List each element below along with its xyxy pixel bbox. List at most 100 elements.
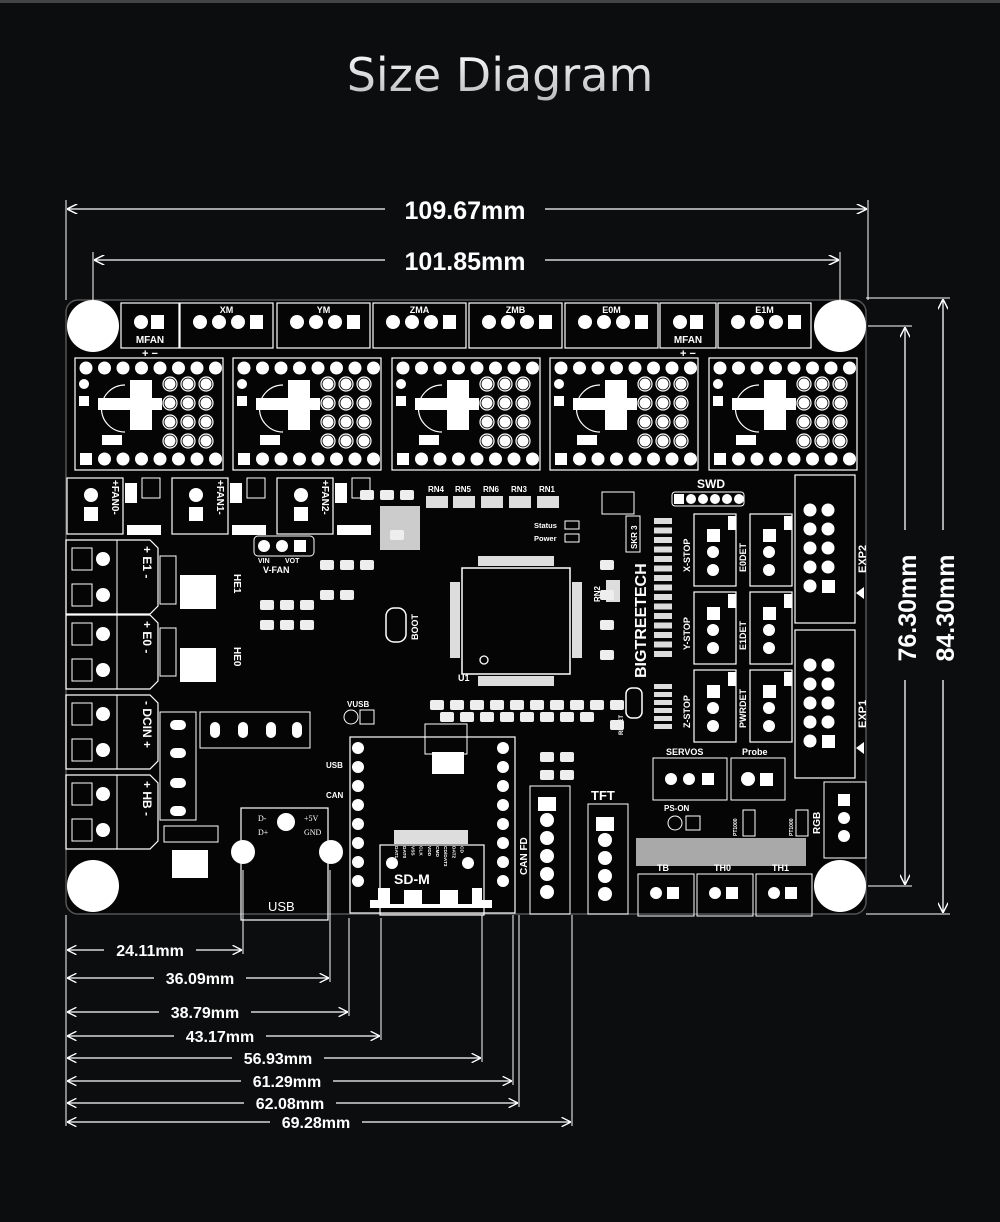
connector-label: E1M: [755, 305, 774, 315]
can-fd-label: CAN FD: [519, 837, 530, 875]
offset-dimension: 69.28mm: [67, 915, 573, 1132]
smd-pad: [540, 752, 554, 762]
smd-pad: [260, 600, 274, 610]
endstop-y-stop: Y-STOP: [682, 591, 737, 665]
rn-label: RN2: [593, 585, 602, 602]
smd-pad: [460, 712, 474, 722]
offset-label: 61.29mm: [253, 1074, 322, 1091]
terminal-label: - DCIN +: [140, 701, 154, 748]
top-image-strip: [0, 0, 1000, 3]
rn-label: RN6: [483, 485, 500, 494]
offset-dimension: 56.93mm: [67, 915, 483, 1068]
rn-label: RN1: [539, 485, 556, 494]
dimension-lines: 109.67mm 101.85mm 76.30mm 84.30mm 24.11m…: [65, 196, 960, 1132]
offset-dimension: 38.79mm: [67, 918, 350, 1022]
offset-dimension: 61.29mm: [67, 915, 514, 1091]
smd-pad: [380, 490, 394, 500]
hole-spacing-height-dimension: 76.30mm: [894, 554, 922, 661]
brand-name: BIGTREETECH: [633, 563, 650, 678]
connector-xm: XM: [179, 302, 274, 349]
chip-label: U1: [458, 673, 470, 683]
resistor-network-rn5: RN5: [453, 485, 475, 508]
smd-pad: [540, 712, 554, 722]
driver-socket: [549, 357, 699, 471]
smd-pad: [560, 752, 574, 762]
rn-label: RN4: [428, 485, 445, 494]
status-leds: Status Power: [534, 520, 580, 543]
connector-label: MFAN: [136, 335, 164, 346]
expansion-label: EXP2: [857, 545, 869, 573]
offset-label: 43.17mm: [186, 1029, 255, 1046]
endstop-label: E0DET: [738, 542, 748, 572]
resistor-network-rn3: RN3: [509, 485, 531, 508]
th1-label: TH1: [772, 863, 789, 873]
fan-label: +FAN0-: [109, 480, 120, 515]
smd-pad: [300, 620, 314, 630]
fan-connectors: +FAN0-+FAN1-+FAN2-: [66, 477, 371, 535]
connector-label: MFAN: [674, 335, 702, 346]
usb-port-label: USB: [268, 899, 295, 914]
sd-pin-label: DAT1: [393, 846, 399, 859]
fan-label: +FAN2-: [319, 480, 330, 515]
vot-label: VOT: [285, 558, 300, 565]
he1-label: HE1: [231, 574, 242, 594]
th0-label: TH0: [714, 863, 731, 873]
smd-pad: [340, 590, 354, 600]
smd-pad: [480, 712, 494, 722]
smd-pad: [280, 620, 294, 630]
probe-label: Probe: [742, 747, 768, 757]
pt1000-label-2: PT1000: [789, 818, 795, 836]
smd-pad: [320, 560, 334, 570]
expansion-header-exp2: EXP2: [794, 474, 869, 624]
pt1000-label-1: PT1000: [733, 818, 739, 836]
connector-mfan: MFAN+ −: [659, 302, 717, 360]
connector-label: YM: [317, 305, 331, 315]
rgb-label: RGB: [812, 812, 823, 834]
smd-pad: [430, 700, 444, 710]
ps-on-label: PS-ON: [664, 804, 690, 813]
connector-mfan: MFAN+ −: [120, 302, 180, 360]
terminal-label: + E0 -: [140, 621, 154, 653]
offset-label: 56.93mm: [244, 1051, 313, 1068]
connector-label: XM: [220, 305, 234, 315]
d-plus-label: D+: [258, 828, 269, 837]
connector-ym: YM: [276, 302, 371, 349]
connector-label: E0M: [602, 305, 621, 315]
smd-pad: [400, 490, 414, 500]
endstop-e0det: E0DET: [738, 513, 793, 587]
smd-pad: [600, 620, 614, 630]
smd-pad: [470, 700, 484, 710]
smd-pad: [360, 490, 374, 500]
smd-pad: [610, 700, 624, 710]
vusb-label: VUSB: [347, 700, 369, 709]
terminal-dcin: - DCIN +: [65, 694, 159, 770]
offset-label: 69.28mm: [282, 1115, 351, 1132]
boot-label: BOOT: [410, 613, 420, 640]
gnd-label: GND: [304, 828, 322, 837]
resistor-network-rn6: RN6: [481, 485, 503, 508]
connector-e1m: E1M: [717, 302, 812, 349]
mcu-chip: U1: [450, 556, 582, 686]
hole-spacing-width-dimension: 101.85mm: [405, 248, 526, 276]
overall-width-dimension: 109.67mm: [405, 197, 526, 225]
smd-pad: [560, 770, 574, 780]
sd-pin-label: CD/DAT3: [442, 846, 448, 867]
sd-pin-label: VDD: [426, 846, 432, 857]
brand-logo: BIGTREETECH SKR 3: [625, 515, 650, 678]
can-select-label: CAN: [326, 791, 344, 800]
power-led-label: Power: [534, 534, 557, 543]
sd-pin-label: CD: [459, 846, 465, 853]
driver-socket: [232, 357, 382, 471]
driver-socket: [391, 357, 541, 471]
pin1-marker-icon: [856, 587, 864, 599]
smd-pad: [520, 712, 534, 722]
offset-label: 38.79mm: [171, 1005, 240, 1022]
offset-dimension: 24.11mm: [67, 870, 244, 960]
smd-pad: [490, 700, 504, 710]
smd-pad: [600, 650, 614, 660]
servos-label: SERVOS: [666, 747, 703, 757]
